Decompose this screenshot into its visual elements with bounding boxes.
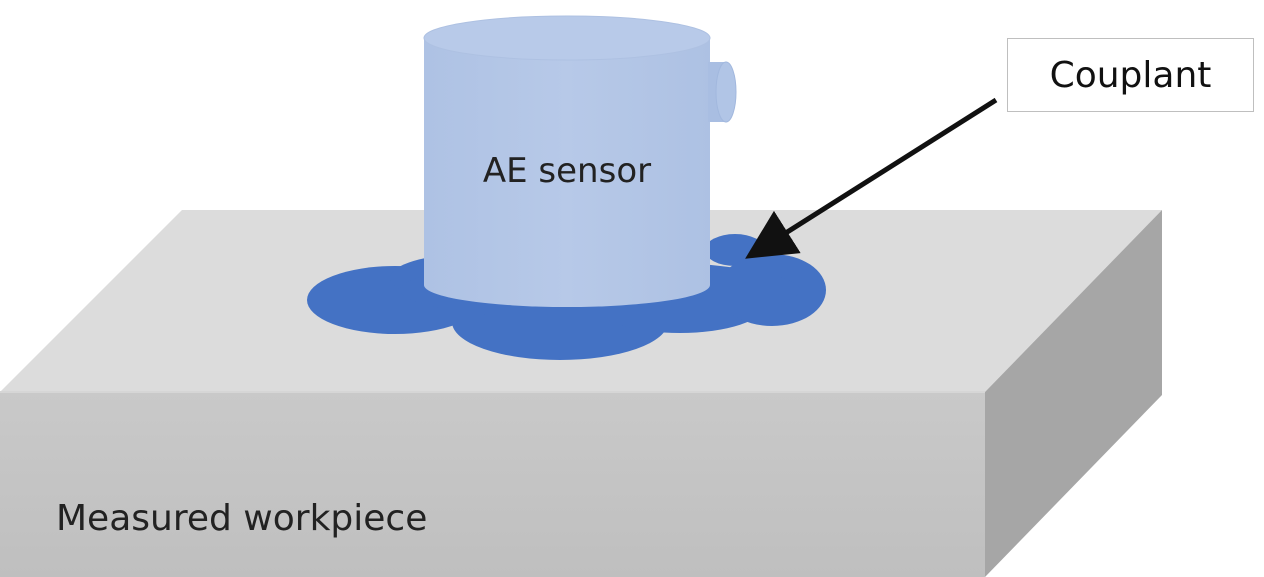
workpiece-side-face [985,210,1162,577]
couplant-arrow [745,97,998,259]
sensor-connector [708,61,737,123]
sensor-label: AE sensor [483,151,651,191]
couplant-label: Couplant [1049,54,1212,96]
couplant-callout: Couplant [1007,38,1254,112]
ae-sensor: AE sensor [423,15,737,307]
sensor-top [423,15,711,61]
workpiece-front-face [0,392,985,577]
sensor-body [424,38,710,307]
workpiece-label: Measured workpiece [56,498,427,539]
